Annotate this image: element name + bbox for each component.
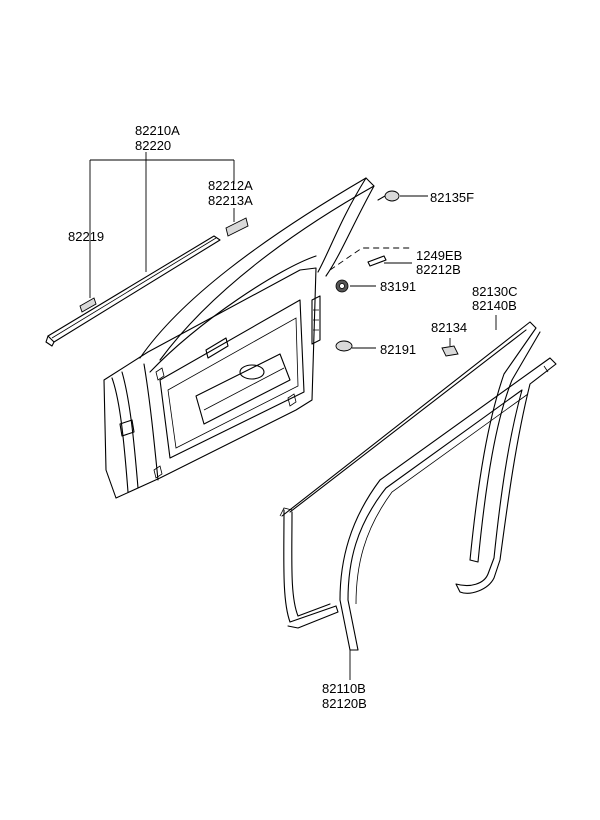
grommet-83191: [335, 279, 349, 293]
label-82120B: 82120B: [322, 696, 367, 711]
fasteners: [335, 190, 459, 357]
label-82110B: 82110B: [322, 681, 366, 696]
weatherstrip-82130C: [279, 321, 541, 629]
label-1249EB: 1249EB: [416, 248, 462, 263]
part-labels: 82210A 82220 82212A 82213A 82219 82135F …: [68, 123, 518, 711]
label-82210A: 82210A: [135, 123, 180, 138]
screw-1249EB: [367, 255, 387, 267]
label-82140B: 82140B: [472, 298, 517, 313]
label-82212A: 82212A: [208, 178, 253, 193]
label-82135F: 82135F: [430, 190, 474, 205]
label-82130C: 82130C: [472, 284, 518, 299]
label-82220: 82220: [135, 138, 171, 153]
weatherstrip-82110B: [339, 357, 557, 651]
label-83191: 83191: [380, 279, 416, 294]
front-door-assembly: [103, 177, 375, 499]
clip-82135F: [377, 190, 400, 202]
plug-82191: [335, 340, 353, 352]
clip-82219: [79, 297, 97, 313]
label-82191: 82191: [380, 342, 416, 357]
label-82213A: 82213A: [208, 193, 253, 208]
leader-lines: [89, 152, 497, 680]
label-82134: 82134: [431, 320, 467, 335]
label-82212B: 82212B: [416, 262, 461, 277]
clip-82212A: [225, 217, 249, 237]
label-82219: 82219: [68, 229, 104, 244]
belt-weatherstrip-82210A: [45, 217, 249, 347]
pad-82134: [441, 345, 459, 357]
